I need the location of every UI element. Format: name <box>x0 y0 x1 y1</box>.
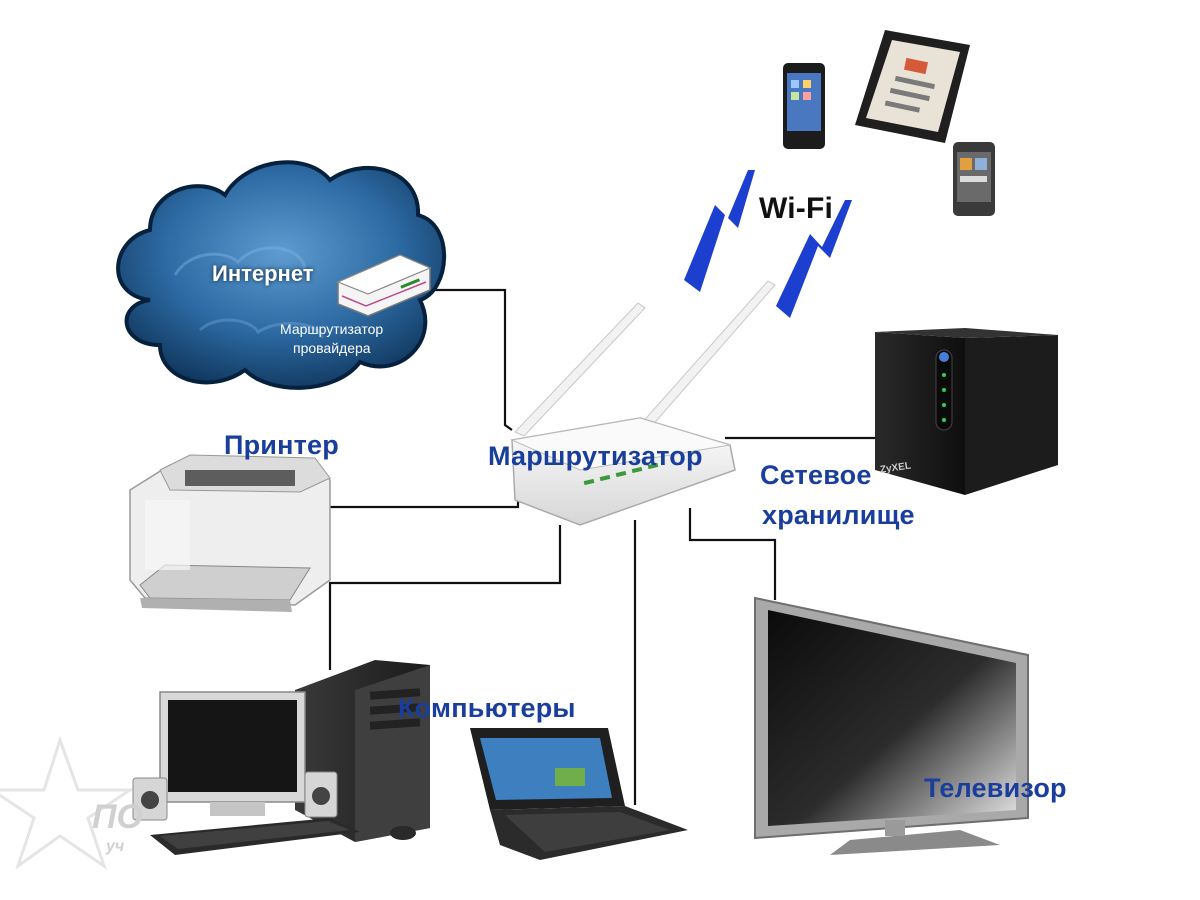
internet-cloud <box>116 160 447 390</box>
smartphone-small-icon <box>953 142 995 216</box>
tv-label: Телевизор <box>924 773 1067 803</box>
router-label: Маршрутизатор <box>488 441 703 471</box>
cable-computer-router <box>328 525 562 670</box>
cable-printer-router <box>330 480 520 509</box>
internet-label: Интернет <box>212 261 314 286</box>
laptop-icon <box>470 728 688 860</box>
nas-label-line1: Сетевое <box>760 460 872 490</box>
printer-label: Принтер <box>224 430 339 460</box>
nas-label-line2: хранилище <box>762 500 915 530</box>
nas-brand-logo: ZyXEL <box>879 461 911 476</box>
watermark-text-line1: ПО <box>92 798 143 836</box>
provider-router-label-line1: Маршрутизатор <box>280 321 384 337</box>
tv-icon <box>754 596 1029 855</box>
router-icon <box>510 280 776 526</box>
provider-router-icon <box>336 254 432 317</box>
network-cables <box>328 288 878 805</box>
computers-label: Компьютеры <box>398 693 576 723</box>
wifi-label: Wi-Fi <box>759 192 834 225</box>
provider-router-label-line2: провайдера <box>293 340 371 356</box>
watermark-text-line2: уч <box>106 838 125 855</box>
wifi-signal-icon <box>684 170 852 318</box>
desktop-computer-icon <box>132 660 430 855</box>
nas-storage-icon <box>875 328 1058 495</box>
smartphone-icon <box>783 63 825 149</box>
cable-internet-router <box>420 288 513 431</box>
watermark-star <box>0 735 135 870</box>
printer-icon <box>129 454 331 612</box>
tablet-icon <box>855 30 970 143</box>
cable-tv-router <box>688 508 777 600</box>
